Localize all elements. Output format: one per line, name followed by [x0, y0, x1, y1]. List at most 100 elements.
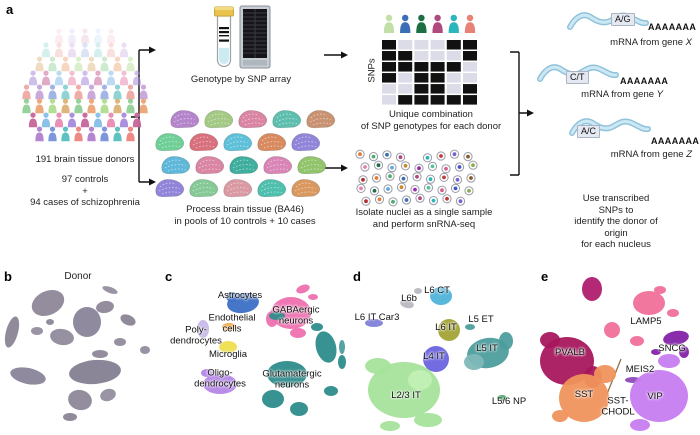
- barcode-icon: [219, 27, 229, 42]
- panel-b-title: Donor: [64, 271, 92, 282]
- umap-blob: [4, 316, 20, 348]
- umap-blob: [633, 291, 665, 315]
- umap-blob: [31, 289, 65, 317]
- person-icon: [132, 70, 142, 86]
- person-body: [126, 104, 135, 114]
- person-body: [93, 48, 103, 58]
- brain-texture: [261, 182, 279, 188]
- umap-blob: [73, 307, 101, 337]
- person-body: [106, 118, 116, 128]
- brain-texture: [232, 164, 254, 169]
- person-body: [67, 48, 77, 58]
- snp-cell-on: [398, 62, 413, 72]
- person-body: [126, 90, 135, 100]
- snp-cell-off: [398, 40, 413, 50]
- person-icon: [61, 84, 70, 100]
- umap-blob: [604, 322, 620, 338]
- person-icon: [54, 42, 64, 58]
- cluster-label-poly-dendrocytes: Poly- dendrocytes: [170, 324, 222, 346]
- brain-texture: [310, 113, 328, 119]
- nucleus-icon: [356, 183, 366, 193]
- person-head: [43, 70, 49, 76]
- nucleus-icon: [371, 173, 382, 183]
- nucleus-core: [398, 155, 403, 160]
- brain-texture: [195, 145, 215, 149]
- umap-blob: [658, 354, 680, 368]
- brain-icon: [195, 156, 225, 175]
- person-head: [36, 98, 43, 104]
- nucleus-icon: [396, 182, 407, 192]
- person-body: [106, 34, 116, 44]
- person-icon: [432, 14, 443, 33]
- umap-blob: [114, 338, 126, 346]
- person-body: [119, 118, 129, 128]
- polya-tail: AAAAAAA: [648, 22, 697, 32]
- umap-blob: [679, 346, 689, 358]
- brain-texture: [227, 182, 245, 188]
- brain-icon: [204, 110, 234, 129]
- brain-icon: [238, 110, 268, 129]
- person-head: [82, 112, 88, 118]
- brain-texture: [176, 122, 196, 126]
- person-head: [88, 84, 95, 90]
- cluster-label-l4-it: L4 IT: [423, 350, 445, 362]
- cluster-label-lamp5: LAMP5: [630, 315, 662, 327]
- brain-texture: [199, 159, 217, 165]
- umap-blob: [465, 324, 475, 330]
- nucleus-core: [444, 166, 448, 171]
- umap-blob: [290, 328, 306, 338]
- person-icon: [35, 126, 44, 142]
- cluster-label-l5-6-np: L5/6 NP: [491, 395, 527, 407]
- nucleus-core: [415, 174, 419, 179]
- nucleus-core: [430, 164, 435, 169]
- snp-cell-on: [430, 62, 445, 72]
- person-body: [113, 132, 122, 142]
- person-head: [134, 70, 140, 76]
- nucleus-icon: [428, 196, 439, 206]
- donors-caption: 191 brain tissue donors: [35, 154, 135, 165]
- gene-symbol: Y: [656, 89, 663, 100]
- person-icon: [61, 56, 70, 72]
- person-icon: [126, 126, 135, 142]
- nucleus-icon: [437, 185, 447, 195]
- person-head: [95, 28, 101, 34]
- brain-icon: [161, 156, 191, 175]
- brain-texture: [241, 118, 263, 123]
- brain-texture: [173, 118, 195, 123]
- person-icon: [67, 112, 77, 128]
- person-body: [383, 22, 395, 33]
- brain-icon: [257, 133, 287, 152]
- umap-donor-plot: [4, 286, 150, 421]
- cluster-label-sst: SST: [574, 388, 594, 400]
- brain-texture: [300, 164, 322, 169]
- person-body: [93, 118, 103, 128]
- brain-texture: [159, 136, 177, 142]
- nucleus-icon: [441, 164, 451, 174]
- person-head: [36, 56, 43, 62]
- nucleus-icon: [423, 183, 434, 193]
- person-body: [67, 76, 77, 86]
- arrow-genotype-to-matrix: [324, 51, 348, 59]
- person-head: [69, 70, 75, 76]
- umap-blob: [430, 287, 452, 305]
- person-body: [87, 104, 96, 114]
- person-head: [134, 112, 140, 118]
- person-head: [36, 84, 43, 90]
- person-icon: [100, 126, 109, 142]
- person-icon: [35, 84, 44, 100]
- person-icon: [416, 14, 427, 33]
- nucleus-core: [425, 155, 430, 160]
- mrna-caption-prefix: mRNA from gene: [610, 149, 687, 160]
- person-icon: [113, 98, 122, 114]
- snp-cell-on: [430, 95, 445, 105]
- nucleus-icon: [452, 175, 463, 185]
- snp-cell-on: [463, 84, 477, 94]
- umap-blob: [594, 365, 616, 383]
- nucleus-icon: [464, 186, 474, 196]
- person-icon: [54, 112, 64, 128]
- nucleus-icon: [368, 152, 379, 162]
- nucleus-icon: [436, 151, 446, 161]
- person-icon: [48, 56, 57, 72]
- umap-blob: [464, 354, 484, 370]
